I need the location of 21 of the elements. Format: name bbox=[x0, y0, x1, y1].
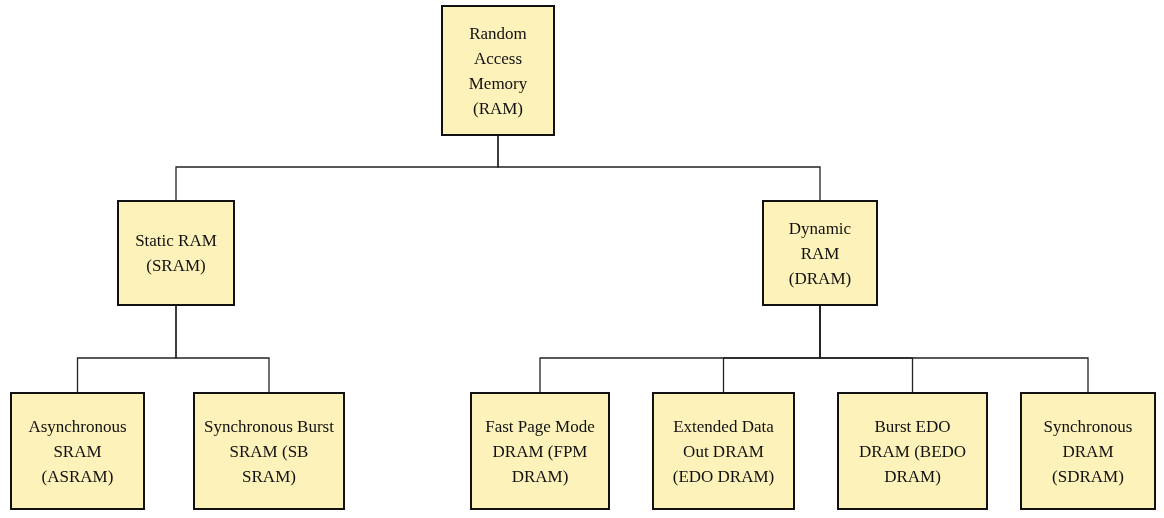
category-box bbox=[193, 392, 345, 510]
box-label: Synchronous Burst SRAM (SB SRAM) bbox=[203, 415, 335, 488]
box-label: Synchronous DRAM (SDRAM) bbox=[1042, 415, 1134, 488]
box-label: Burst EDO DRAM (BEDO DRAM) bbox=[857, 415, 968, 488]
category-box bbox=[1020, 392, 1156, 510]
category-box bbox=[10, 392, 145, 510]
box-label: Dynamic RAM (DRAM) bbox=[787, 217, 853, 290]
connector-line bbox=[497, 135, 821, 201]
box-label: Fast Page Mode DRAM (FPM DRAM) bbox=[484, 415, 596, 488]
connector-line bbox=[175, 305, 270, 393]
category-box bbox=[470, 392, 610, 510]
connector-line bbox=[819, 305, 1089, 393]
category-box bbox=[117, 200, 235, 306]
category-box bbox=[762, 200, 878, 306]
category-box bbox=[652, 392, 795, 510]
box-label: Extended Data Out DRAM (EDO DRAM) bbox=[671, 415, 776, 488]
box-label: Random Access Memory (RAM) bbox=[467, 22, 529, 120]
category-box bbox=[837, 392, 988, 510]
box-label: Asynchronous SRAM (ASRAM) bbox=[27, 415, 128, 488]
box-label: Static RAM (SRAM) bbox=[134, 230, 218, 277]
category-box bbox=[441, 5, 555, 136]
